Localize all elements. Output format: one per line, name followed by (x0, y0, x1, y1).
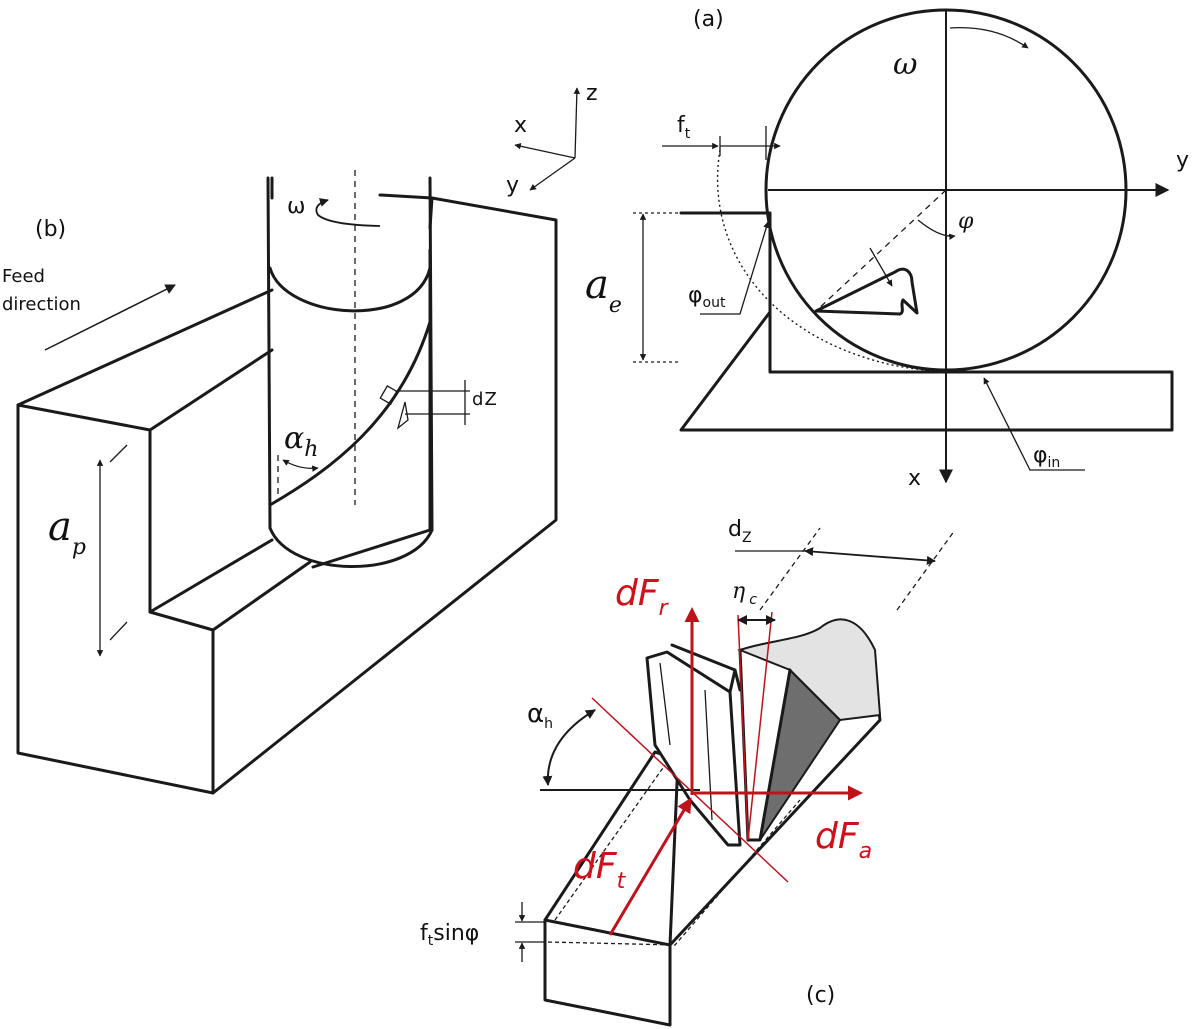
triad-y-label: y (506, 173, 519, 198)
cutter-right-edge (428, 176, 434, 532)
panel-b: (b) Feed direction ω αh ap dZ x y z (2, 81, 598, 795)
alpha-label-b: αh (284, 421, 318, 462)
triad-y (529, 157, 576, 191)
dz-c-dash-2 (896, 529, 956, 611)
chip-shade-light (737, 618, 882, 722)
phi-radius (815, 189, 947, 312)
omega-label-b: ω (287, 194, 305, 219)
cutter-left-edge (266, 176, 272, 530)
dz-label-b: dZ (472, 389, 497, 410)
phi-in-leader (983, 377, 1085, 471)
ae-label: ae (585, 262, 622, 318)
triad-z-label: z (586, 81, 598, 106)
alpha-arc-c (542, 709, 596, 786)
dft-arrow (608, 797, 692, 936)
dz-c-dash-1 (759, 527, 821, 611)
helix-edge (268, 320, 432, 507)
previous-path (716, 149, 981, 373)
block-far-edge (270, 176, 434, 200)
phi-out-label: φout (688, 283, 726, 311)
triad-x (514, 143, 576, 159)
alpha-label-c: αh (527, 699, 553, 732)
block-top-left (16, 288, 274, 432)
omega-arrow-b (315, 198, 381, 227)
feed-label-2: direction (2, 294, 81, 315)
dfa-label: dFa (815, 816, 872, 864)
eta-line-1 (737, 614, 749, 841)
dz-label-c: dZ (728, 517, 752, 546)
triad-x-label: x (514, 113, 527, 138)
tooth (814, 267, 919, 316)
phi-in-label: φin (1033, 443, 1060, 471)
feed-label-1: Feed (2, 266, 45, 287)
ap-ext-top (109, 444, 128, 463)
block-top-right (211, 196, 558, 795)
feed-arrow (44, 284, 176, 351)
block-outline (16, 403, 215, 795)
panel-a: (a) ω ft y x φ φout φin ae (585, 7, 1189, 491)
dz-c-dim (804, 547, 936, 565)
omega-label-a: ω (893, 47, 917, 82)
dz-element (379, 385, 399, 405)
dft-label: dFt (573, 846, 627, 894)
ft-label-a: ft (677, 113, 691, 142)
rotation-arrow-a (949, 27, 1029, 49)
phi-out-leader (700, 221, 770, 315)
y-axis-label-a: y (1176, 148, 1189, 173)
panel-b-label: (b) (35, 217, 66, 242)
ap-ext-bottom (109, 621, 128, 641)
triad-z (573, 87, 581, 159)
dfr-label: dFr (615, 573, 670, 621)
rake-plate-line (659, 662, 713, 821)
eta-line-2 (747, 611, 773, 841)
panel-a-label: (a) (693, 7, 724, 32)
dz-element-lower (396, 401, 409, 430)
chip-inner-dash-2 (547, 799, 801, 946)
ftsin-label: ftsinφ (420, 921, 479, 949)
panel-c-label: (c) (806, 983, 835, 1008)
phi-arc (917, 219, 956, 240)
workpiece-a (679, 211, 1174, 432)
alpha-arc (282, 459, 319, 472)
ap-label: ap (48, 504, 86, 560)
cutter-top-arc (268, 266, 432, 313)
cutter-bottom-arc (268, 526, 434, 568)
x-axis-label-a: x (908, 466, 921, 491)
phi-label: φ (958, 209, 974, 234)
chip-inner-dash (554, 764, 666, 921)
chip-base (543, 918, 672, 1027)
phi-tick (869, 247, 893, 287)
